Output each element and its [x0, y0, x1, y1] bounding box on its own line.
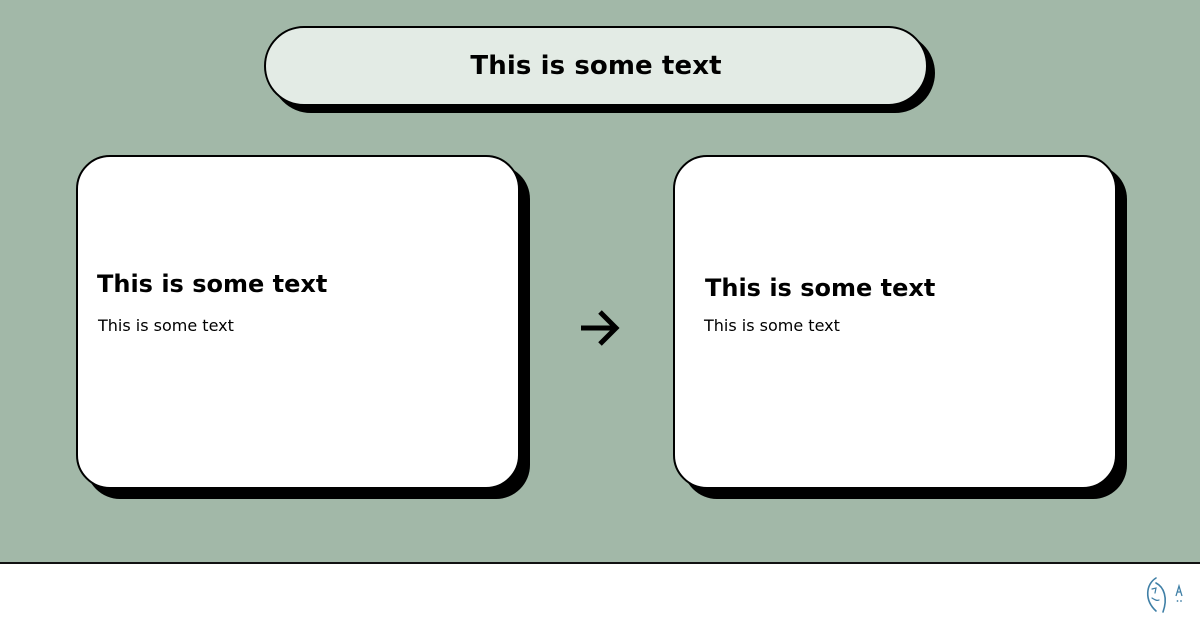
header-title: This is some text [470, 51, 722, 81]
left-card: This is some text This is some text [76, 155, 520, 489]
header-pill: This is some text [264, 26, 928, 106]
diagram-canvas: This is some text This is some text This… [0, 0, 1200, 564]
logo-icon [1146, 577, 1183, 613]
right-card-body: This is some text [704, 316, 840, 335]
left-card-body: This is some text [98, 316, 234, 335]
arrow-right-icon [581, 310, 620, 346]
right-card-title: This is some text [705, 274, 936, 302]
right-card: This is some text This is some text [673, 155, 1117, 489]
left-card-title: This is some text [97, 270, 328, 298]
